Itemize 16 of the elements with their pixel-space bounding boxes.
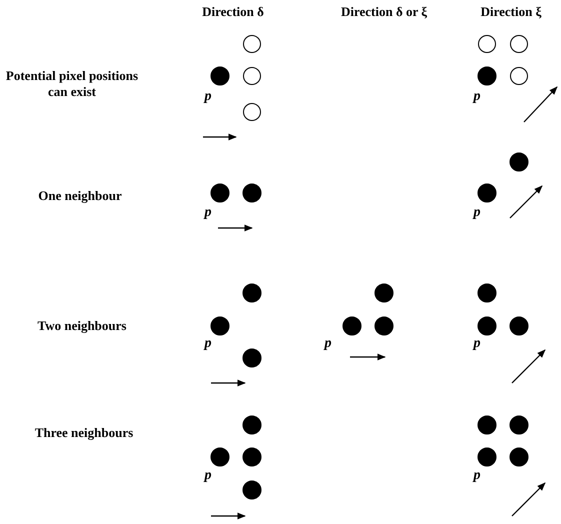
row-label: Two neighbours <box>36 318 128 334</box>
pixel-label: p <box>474 468 480 484</box>
pixel-label: p <box>204 468 212 484</box>
column-header: Direction δ <box>202 4 264 20</box>
row-label: Potential pixel positions can exist <box>4 68 140 100</box>
pixel-label: p <box>204 336 212 352</box>
pixel-label: p <box>324 336 332 352</box>
pixel-label: p <box>204 205 212 221</box>
row-label: One neighbour <box>37 188 123 204</box>
pixel-label: p <box>474 205 480 221</box>
column-header: Direction ξ <box>480 4 542 20</box>
pixel-label: p <box>474 89 480 105</box>
row-label: Three neighbours <box>34 425 134 441</box>
pixel-label: p <box>474 336 480 352</box>
pixel-label: p <box>204 89 212 105</box>
column-header: Direction δ or ξ <box>340 4 428 20</box>
